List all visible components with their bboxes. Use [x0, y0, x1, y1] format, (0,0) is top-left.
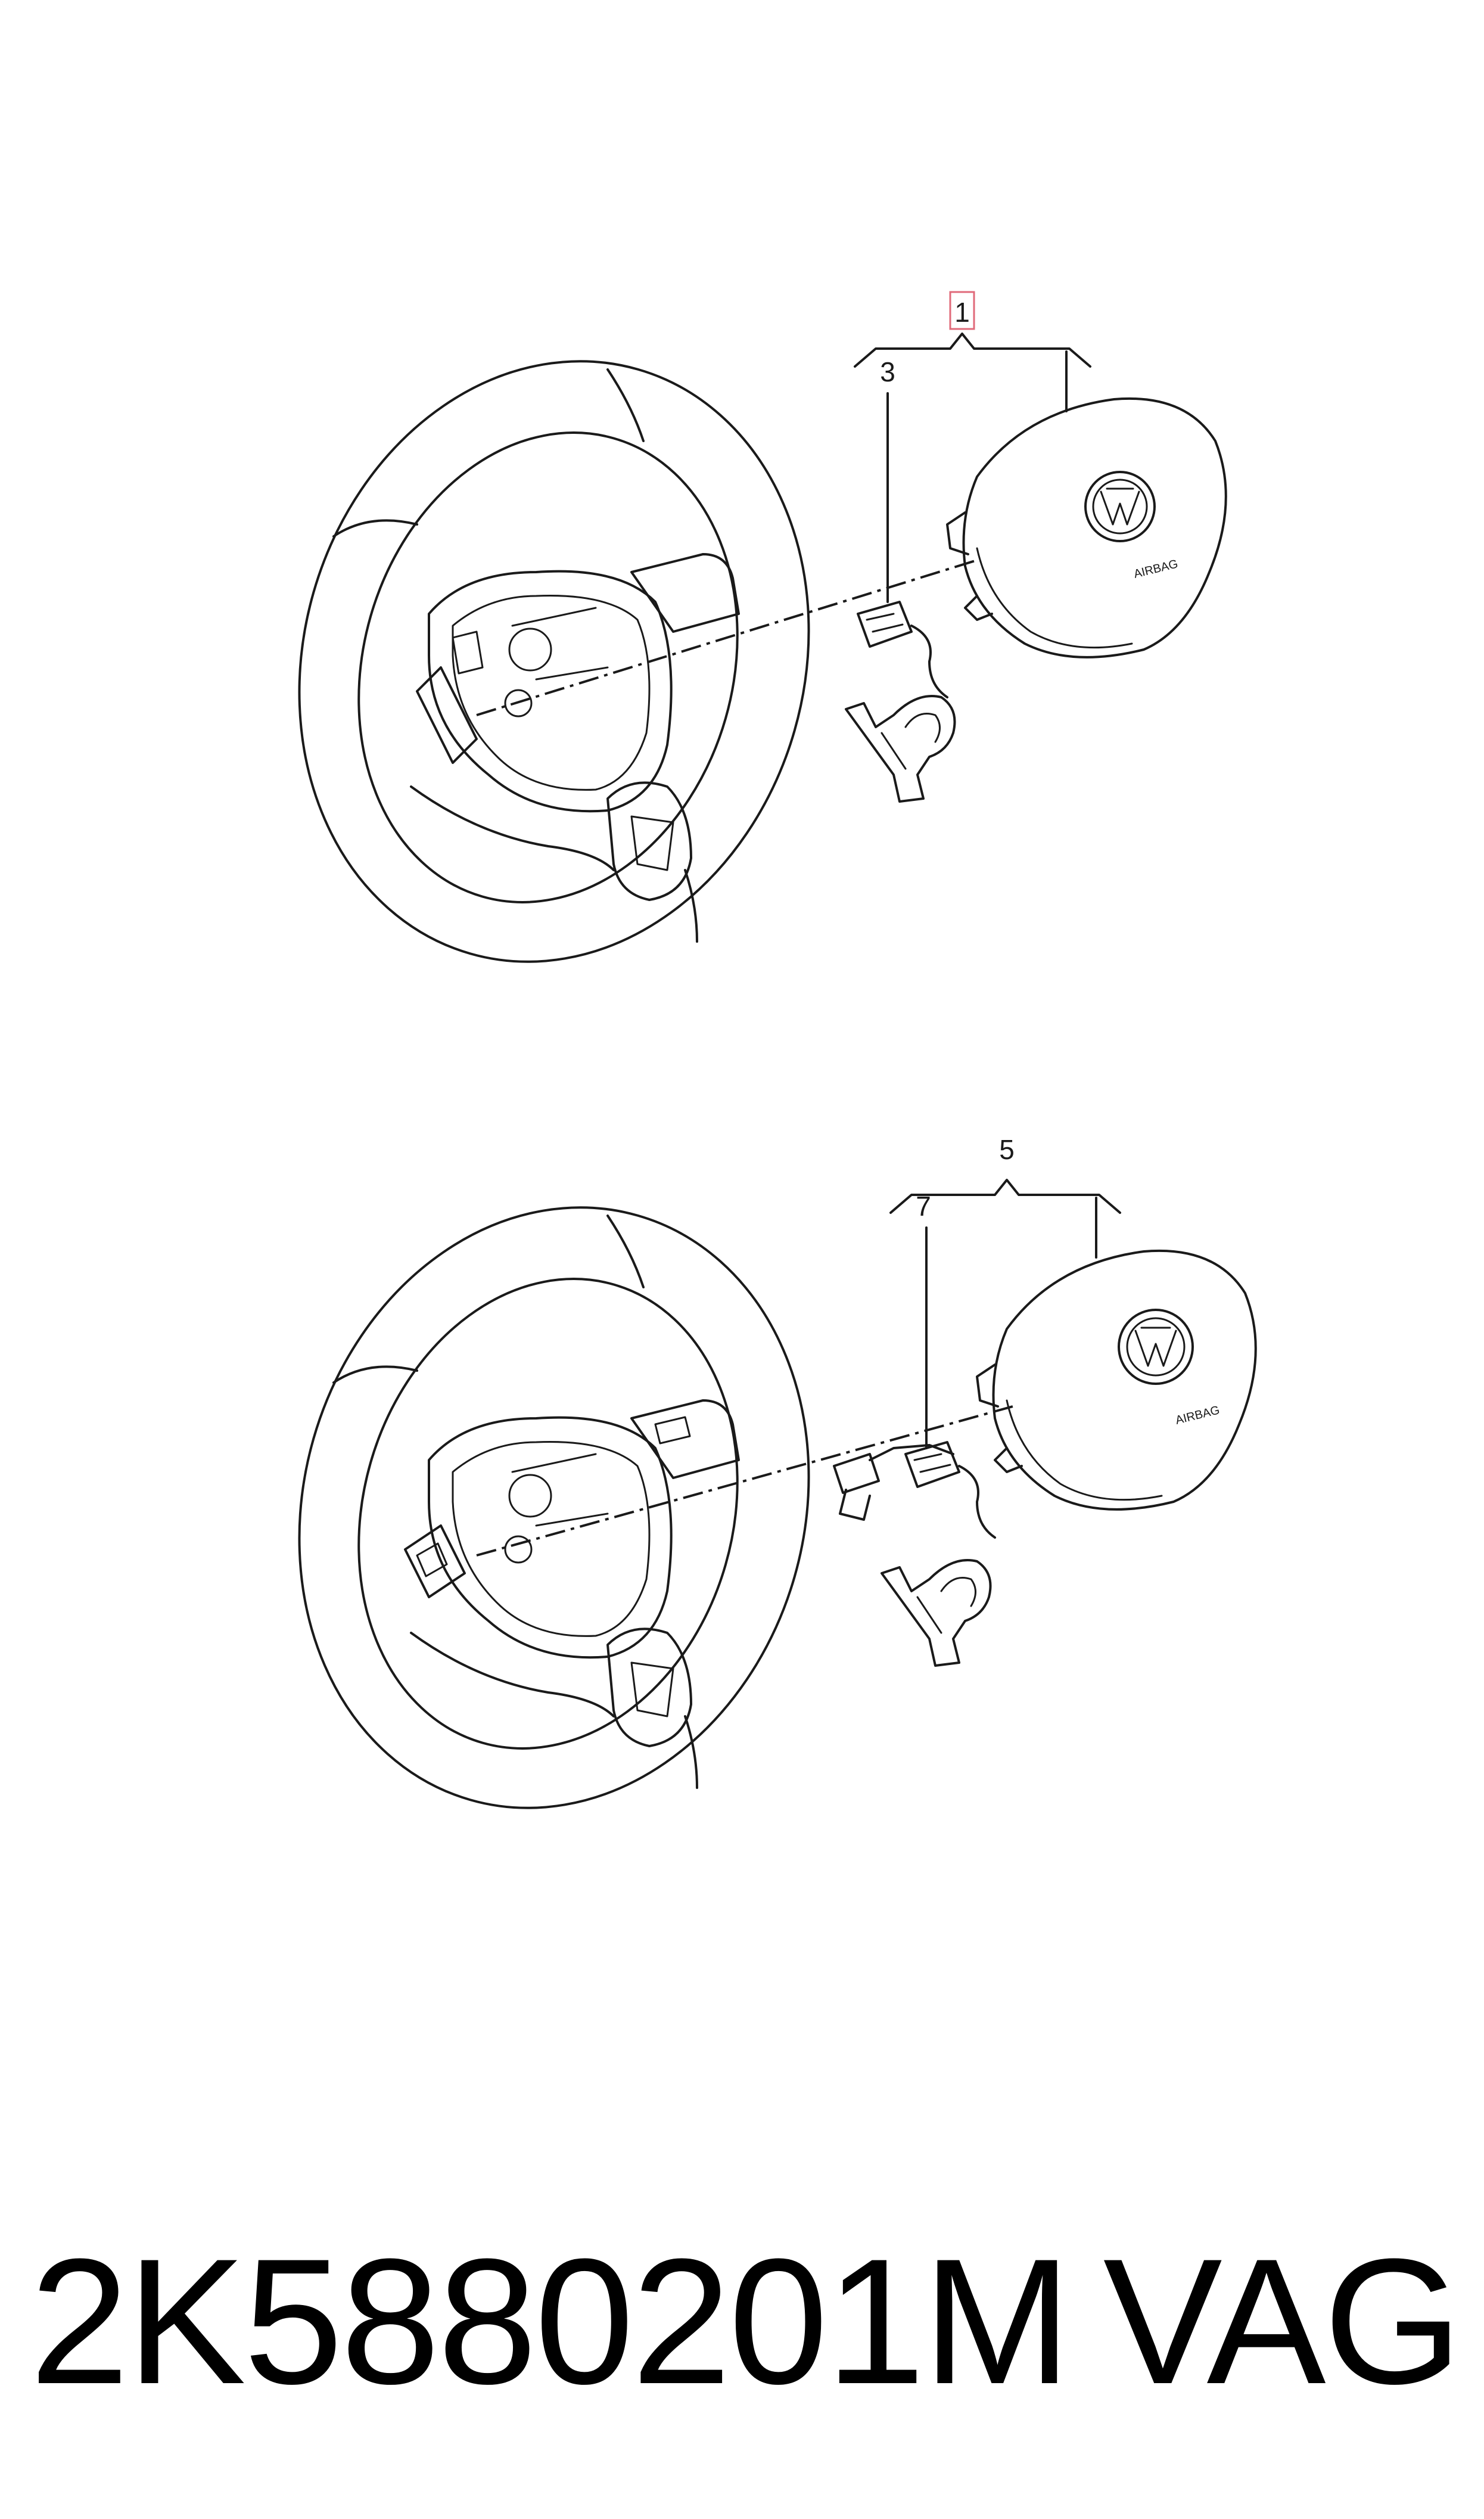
top-airbag-label: AIRBAG: [1133, 557, 1180, 581]
bottom-axis-line: [476, 1405, 1013, 1557]
brand: VAG: [1103, 2221, 1463, 2421]
bottom-callout-bracket: 5 7: [889, 1134, 1121, 1449]
callout-3[interactable]: 3: [880, 356, 895, 387]
top-airbag-module: AIRBAG: [946, 397, 1227, 659]
callout-highlight-box: [949, 291, 975, 330]
bottom-clock-spring: [833, 1441, 996, 1667]
callout-5[interactable]: 5: [999, 1134, 1015, 1165]
bottom-steering-wheel-assembly: AIRBAG 5 7: [298, 1134, 1257, 1809]
top-steering-wheel-assembly: AIRBAG 1 3: [298, 291, 1227, 963]
bottom-airbag-module: AIRBAG: [976, 1249, 1257, 1511]
top-steering-wheel: [298, 360, 810, 963]
callout-1[interactable]: 1: [954, 297, 970, 328]
top-axis-line: [476, 559, 978, 716]
bottom-steering-wheel: [298, 1206, 810, 1809]
bottom-airbag-label: AIRBAG: [1174, 1403, 1221, 1427]
top-callout-bracket: 1 3: [854, 291, 1091, 603]
part-number: 2K5880201M: [30, 2221, 1072, 2421]
top-clock-spring: [845, 601, 956, 803]
footer: 2K5880201M VAG: [30, 2221, 1463, 2421]
callout-7[interactable]: 7: [916, 1191, 931, 1222]
